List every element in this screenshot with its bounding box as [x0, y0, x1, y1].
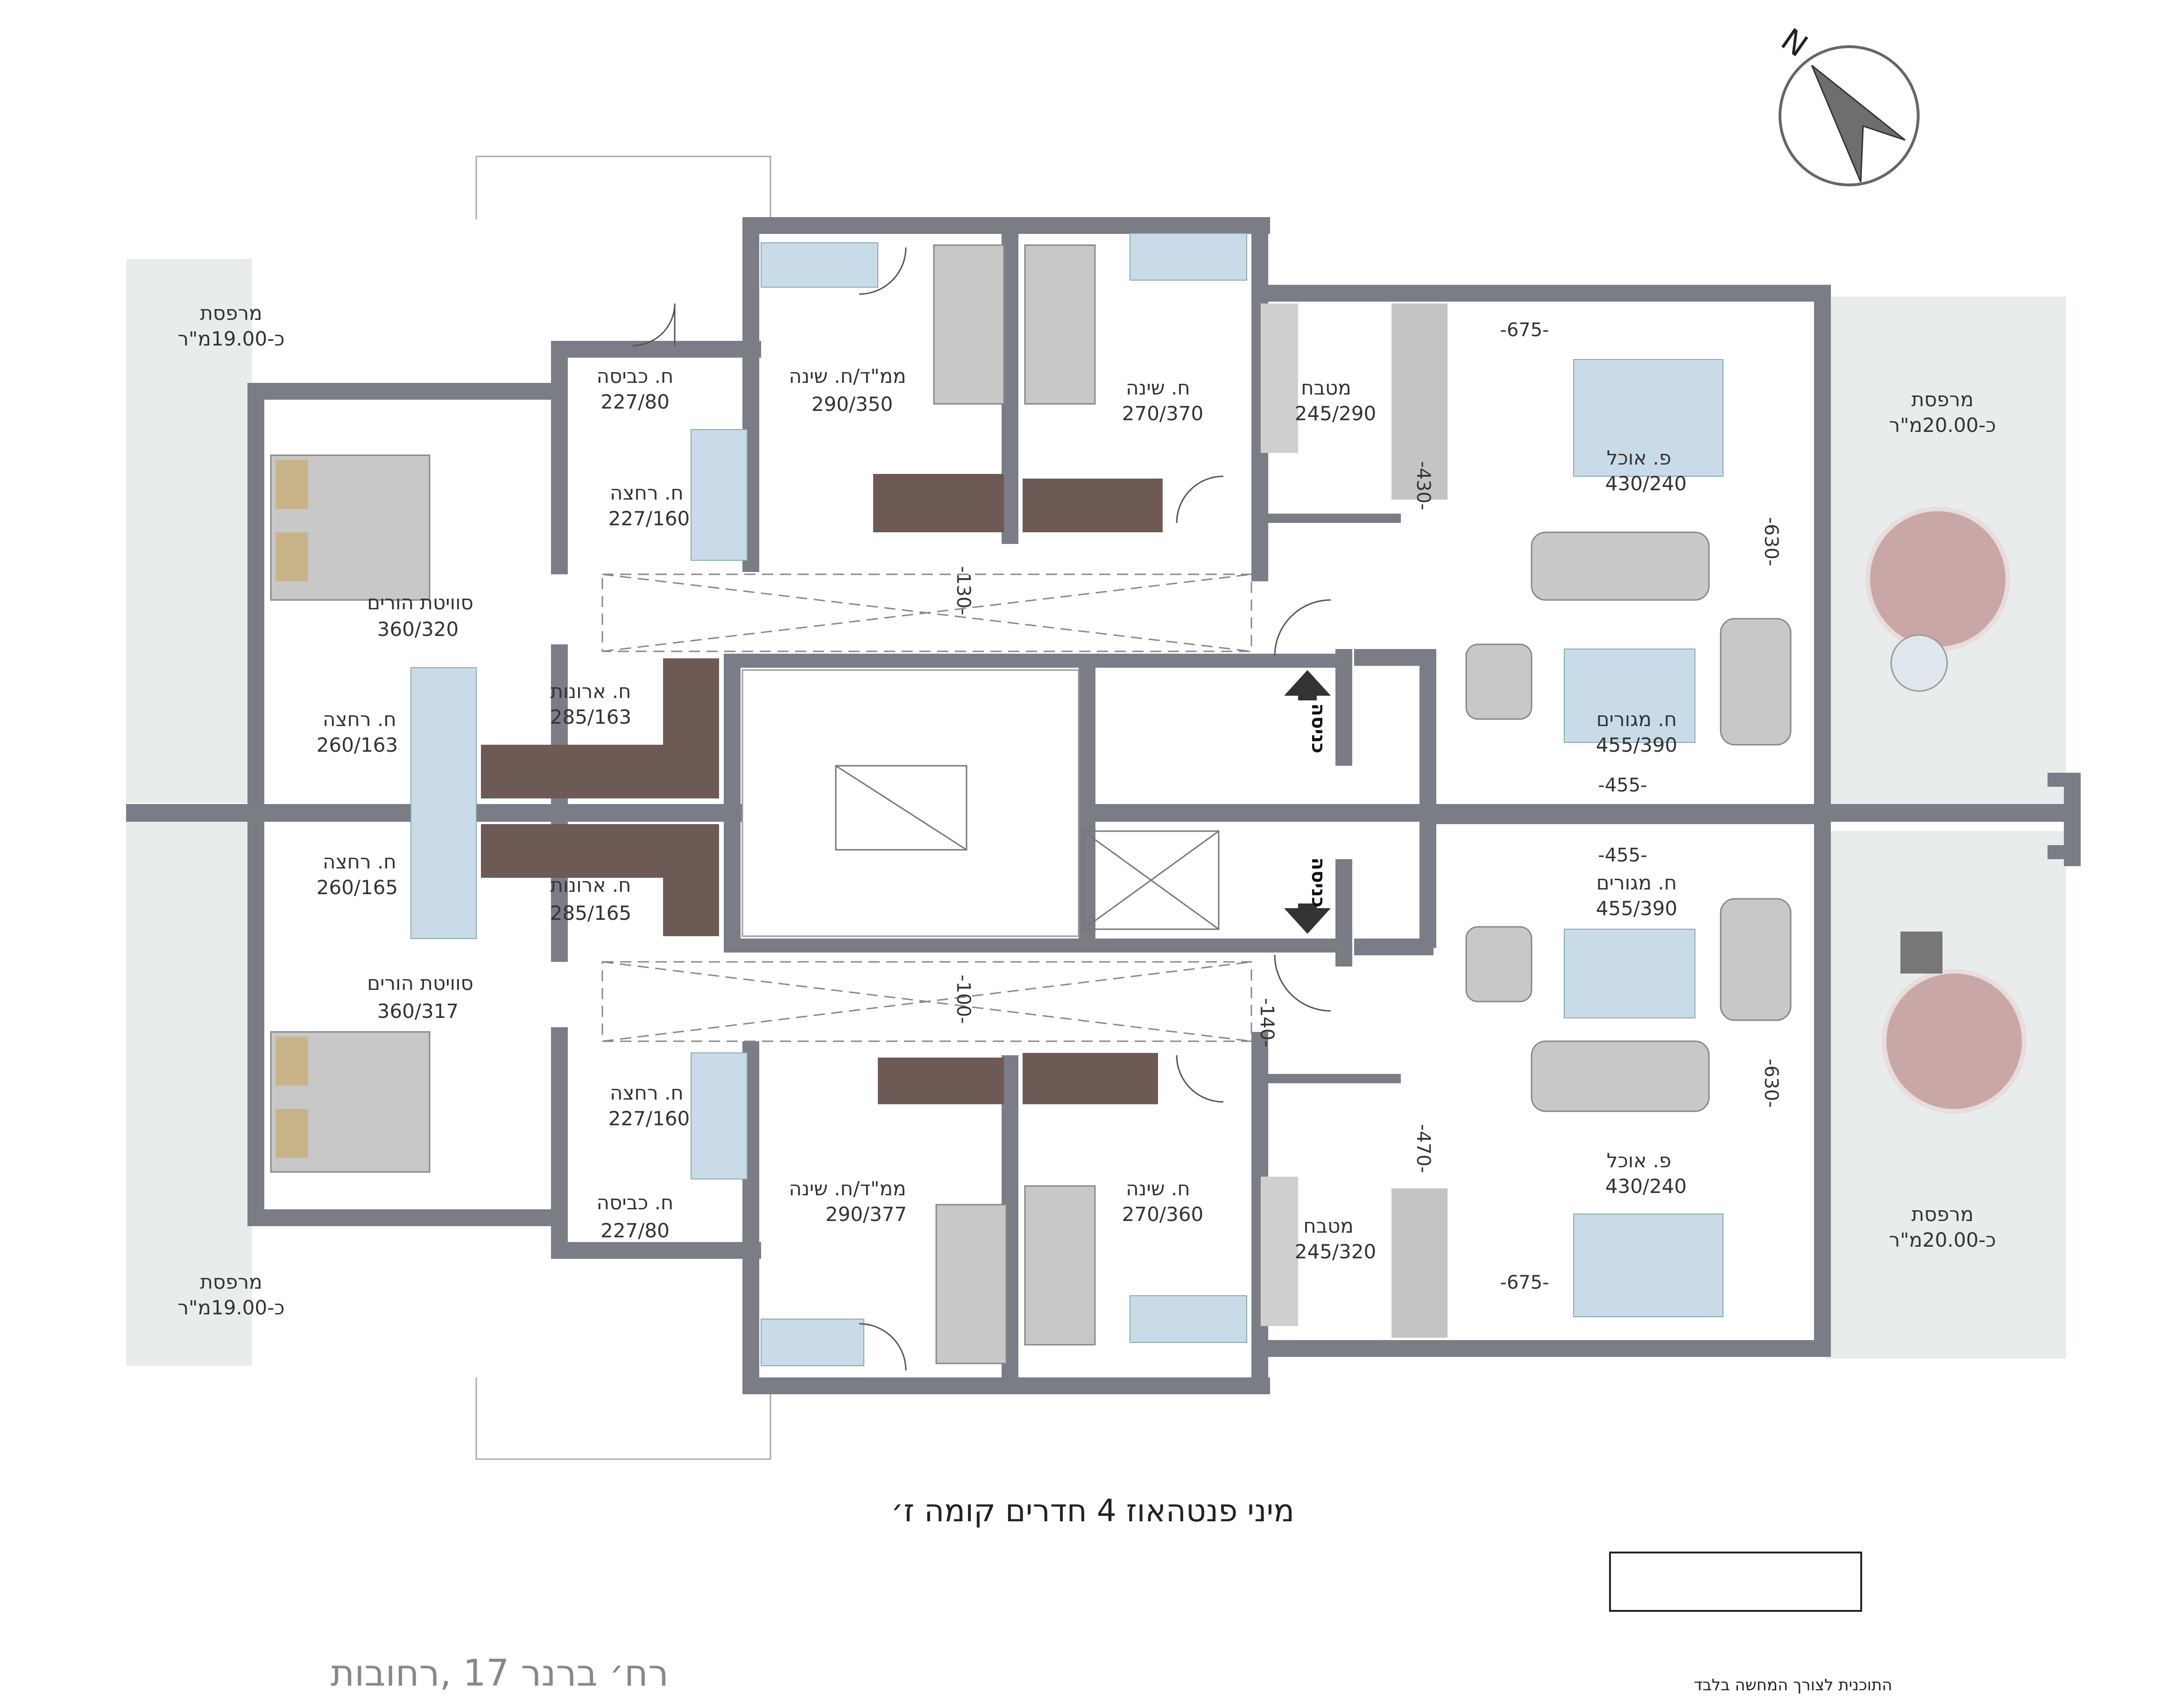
upper-unit-labels: מרפסת כ-19.00מ"ר מרפסת כ-20.00מ"ר ח. כבי… [177, 302, 1996, 796]
upper-master-suite-size: 360/320 [377, 618, 459, 641]
entrance-arrow-up-icon [1284, 670, 1331, 700]
lower-bath-name: ח. רחצה [610, 1081, 684, 1104]
lower-dim-455: -455- [1598, 845, 1647, 866]
upper-safe-room-name: ממ"ד/ח. שינה [789, 365, 906, 388]
lower-safe-room-name: ממ"ד/ח. שינה [789, 1177, 906, 1200]
upper-dining-size: 430/240 [1605, 472, 1687, 495]
lower-dining-size: 430/240 [1605, 1175, 1687, 1198]
lower-master-suite-size: 360/317 [377, 1000, 459, 1023]
lower-closet-name: ח. ארונות [550, 874, 631, 896]
lower-bath-size: 227/160 [608, 1107, 690, 1130]
corridors [601, 573, 1252, 1042]
north-label: N [1775, 21, 1815, 64]
upper-terrace-left-name: מרפסת [200, 302, 262, 325]
lower-master-bath-size: 260/165 [317, 876, 398, 899]
upper-bath-name: ח. רחצה [610, 481, 684, 504]
lower-safe-room-size: 290/377 [826, 1203, 907, 1226]
doors [632, 247, 1331, 1371]
upper-bath-size: 227/160 [608, 507, 690, 530]
upper-terrace-right-name: מרפסת [1911, 388, 1973, 411]
upper-living-name: ח. מגורים [1596, 708, 1677, 731]
lower-laundry-name: ח. כביסה [597, 1191, 674, 1214]
upper-bedroom-name: ח. שינה [1126, 376, 1190, 399]
lower-laundry-size: 227/80 [600, 1219, 670, 1242]
upper-closet-name: ח. ארונות [550, 680, 631, 703]
upper-dim-455: -455- [1598, 775, 1647, 796]
lower-bedroom-size: 270/360 [1122, 1203, 1203, 1226]
lower-bedroom-name: ח. שינה [1126, 1177, 1190, 1200]
walls [126, 217, 2081, 1394]
lower-living-name: ח. מגורים [1596, 871, 1677, 894]
furniture [270, 233, 2027, 1366]
entrance-arrow-down-icon [1284, 903, 1331, 934]
lower-dim-470: -470- [1412, 1124, 1434, 1173]
plan-title: מיני פנטהאוז 4 חדרים קומה ז׳ [891, 1493, 1294, 1529]
upper-laundry-size: 227/80 [600, 390, 670, 413]
lower-terrace-left-name: מרפסת [200, 1270, 262, 1293]
upper-dim-675: -675- [1500, 319, 1549, 341]
lower-master-suite-name: סוויטת הורים [367, 972, 473, 995]
lower-dim-100: -100- [953, 974, 974, 1023]
upper-terrace-left-area: כ-19.00מ"ר [177, 327, 284, 350]
lower-terrace-right-area: כ-20.00מ"ר [1889, 1228, 1996, 1251]
upper-closet-size: 285/163 [550, 706, 631, 728]
upper-dim-430: -430- [1412, 461, 1434, 510]
compass-icon [1779, 45, 1920, 186]
upper-master-suite-name: סוויטת הורים [367, 591, 473, 614]
closets [481, 474, 1163, 1104]
upper-living-size: 455/390 [1596, 734, 1677, 756]
upper-kitchen-size: 245/290 [1295, 402, 1376, 425]
upper-dining-name: פ. אוכל [1607, 446, 1672, 469]
terrace-bottom-extension [475, 1365, 771, 1460]
upper-dim-130: -130- [953, 566, 974, 615]
lower-terrace-left-area: כ-19.00מ"ר [177, 1296, 284, 1319]
disclaimer: התוכנית לצורך המחשה בלבד [1694, 1676, 1892, 1694]
entrance-arrows: כניסה כניסה [1284, 670, 1331, 934]
upper-laundry-name: ח. כביסה [597, 365, 674, 388]
upper-terrace-right-area: כ-20.00מ"ר [1889, 414, 1996, 437]
blank-box [1609, 1552, 1862, 1612]
upper-dim-630: -630- [1760, 517, 1782, 566]
upper-safe-room-size: 290/350 [812, 393, 893, 416]
upper-kitchen-name: מטבח [1301, 376, 1351, 399]
lower-master-bath-name: ח. רחצה [323, 850, 396, 873]
lower-kitchen-name: מטבח [1303, 1214, 1353, 1237]
lower-closet-size: 285/165 [550, 902, 631, 925]
lower-terrace-right-name: מרפסת [1911, 1203, 1973, 1226]
lower-dining-name: פ. אוכל [1607, 1149, 1672, 1172]
stairwell [741, 669, 1220, 937]
upper-bedroom-size: 270/370 [1122, 402, 1203, 425]
entrance-label-upper: כניסה [1307, 703, 1329, 753]
upper-master-bath-name: ח. רחצה [323, 708, 396, 731]
address: רח׳ ברנר 17 ,רחובות [331, 1652, 669, 1694]
lower-dim-675: -675- [1500, 1272, 1549, 1293]
entrance-label-lower: כניסה [1307, 857, 1329, 907]
lower-dim-140: -140- [1256, 998, 1278, 1047]
lower-living-size: 455/390 [1596, 897, 1677, 920]
elevator [1082, 830, 1220, 930]
lower-dim-630: -630- [1760, 1059, 1782, 1108]
upper-master-bath-size: 260/163 [317, 734, 398, 756]
lower-unit-labels: מרפסת כ-19.00מ"ר מרפסת כ-20.00מ"ר ח. כבי… [177, 845, 1996, 1319]
north-arrow: N [1775, 21, 1920, 186]
lower-kitchen-size: 245/320 [1295, 1240, 1376, 1263]
